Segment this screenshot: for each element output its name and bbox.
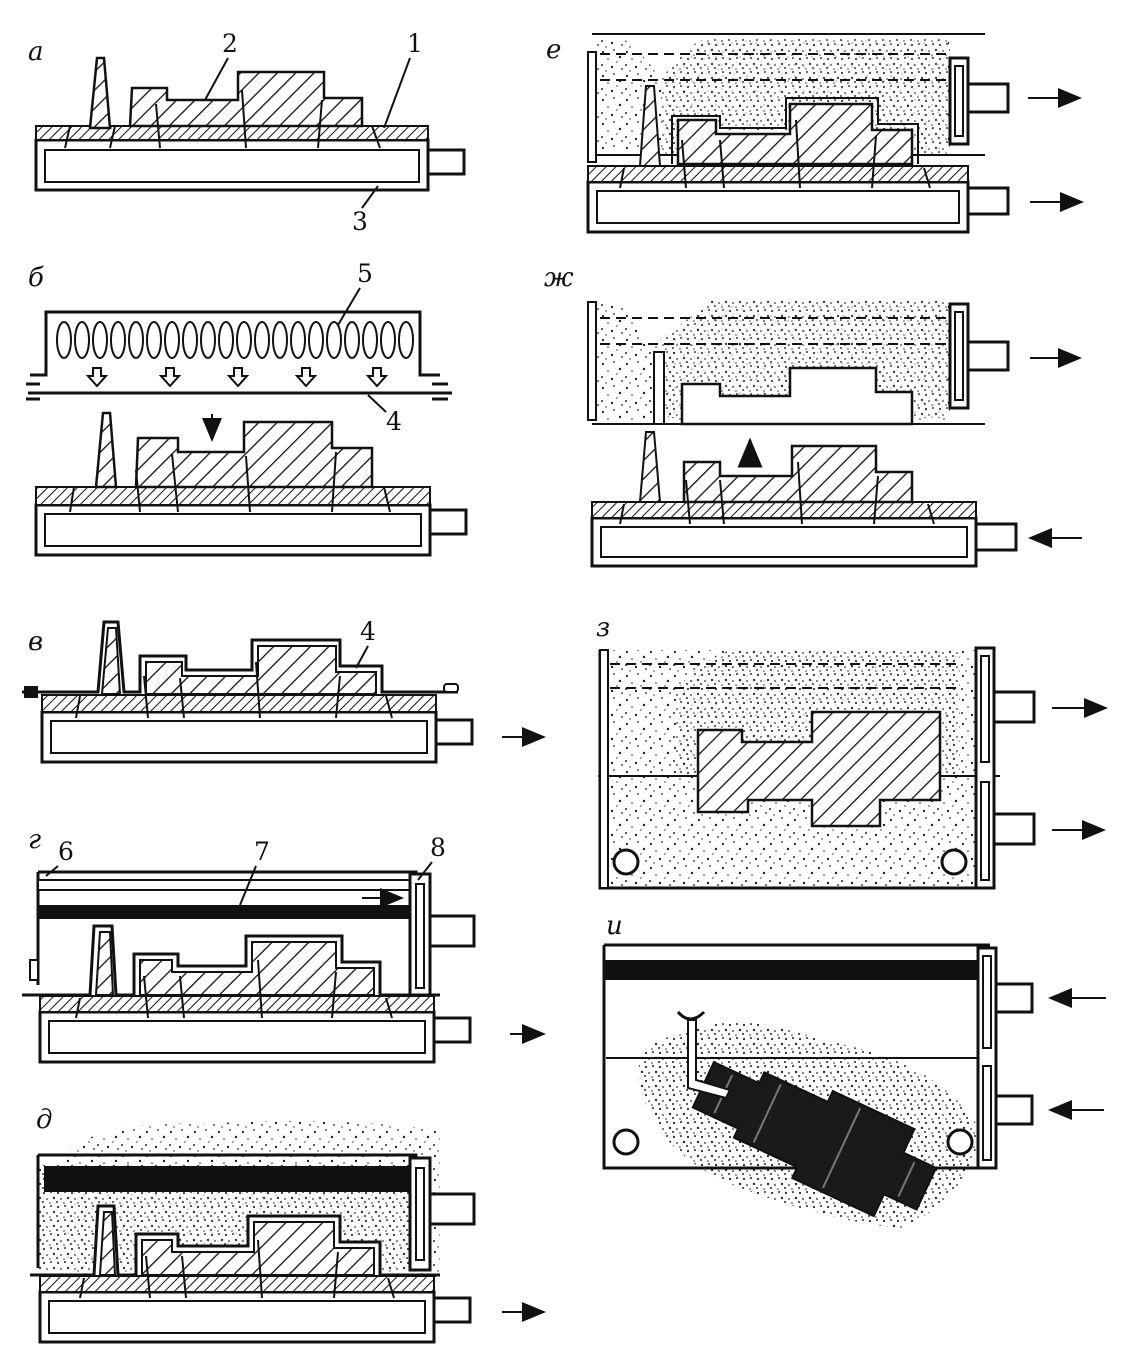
panel-letter-e: е (546, 35, 561, 65)
panel-letter-zh: ж (544, 263, 574, 293)
panel-letter-a: а (28, 37, 44, 67)
panel-g: г 6 7 8 (22, 825, 546, 1064)
panel-letter-b: б (28, 263, 44, 293)
panel-i: и (602, 911, 1106, 1228)
callout-2: 2 (222, 29, 238, 58)
panel-b: б 5 4 (26, 259, 468, 557)
callout-1: 1 (407, 29, 423, 58)
panel-zh: ж (544, 263, 1082, 568)
heated-film (22, 620, 458, 694)
callout-8: 8 (430, 833, 446, 862)
callout-4: 4 (386, 407, 402, 436)
panel-letter-d: д (36, 1105, 52, 1135)
flask-tube (38, 905, 414, 919)
callout-6: 6 (58, 837, 74, 866)
callout-5: 5 (357, 259, 373, 288)
callout-7: 7 (254, 837, 270, 866)
panel-d: д (30, 1105, 546, 1344)
panel-z: з (596, 613, 1108, 890)
cast-part-released (691, 1060, 938, 1218)
panel-letter-i: и (606, 911, 623, 941)
cast-part (696, 710, 942, 828)
panel-letter-g: г (28, 825, 41, 855)
callout-4b: 4 (360, 617, 376, 646)
panel-e: е (546, 33, 1084, 234)
vacuum-pipe (426, 148, 466, 176)
panel-letter-z: з (596, 613, 610, 643)
panel-v: в 4 (22, 617, 546, 764)
sprue-model (88, 56, 112, 130)
pattern-model (128, 70, 364, 128)
heater-housing (30, 310, 440, 377)
heater-coils (56, 321, 414, 359)
panel-a: а 2 1 3 (28, 29, 466, 236)
callout-3: 3 (352, 207, 368, 236)
panel-letter-v: в (28, 627, 43, 657)
